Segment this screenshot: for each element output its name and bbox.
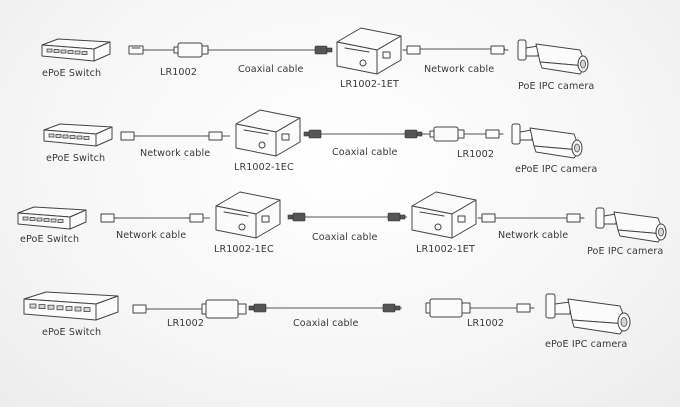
switch-label: ePoE Switch: [20, 234, 80, 245]
camera-label: PoE IPC camera: [518, 81, 595, 92]
rj45-connector-icon: [402, 44, 421, 56]
rj45-connector-icon: [204, 130, 223, 142]
epoe-switch-icon: [20, 290, 126, 326]
rj45-connector-icon: [516, 302, 535, 314]
extender-label: LR1002: [457, 149, 495, 160]
switch-label: ePoE Switch: [42, 68, 102, 79]
receiver-label: LR1002-1ET: [416, 244, 475, 255]
rj45-connector-icon: [128, 44, 148, 56]
camera-icon: [594, 204, 670, 248]
camera-icon: [544, 290, 634, 340]
epoe-switch-icon: [14, 205, 94, 235]
rj45-connector-icon: [566, 212, 585, 224]
epoe-switch-icon: [38, 37, 118, 67]
rj45-connector-icon: [120, 130, 139, 142]
camera-icon: [516, 36, 592, 80]
converter-label: LR1002-1EC: [214, 244, 274, 255]
bnc-connector-icon: [386, 212, 406, 222]
switch-label: ePoE Switch: [46, 153, 106, 164]
bnc-connector-icon: [248, 303, 268, 313]
coaxial-cable-label: Coaxial cable: [238, 64, 304, 75]
lr1002-1et-receiver-icon: [333, 26, 405, 78]
rj45-connector-icon: [100, 212, 119, 224]
receiver-label: LR1002-1ET: [340, 79, 399, 90]
network-cable-label: Network cable: [498, 230, 569, 241]
rj45-connector-icon: [132, 303, 151, 315]
lr1002-1ec-converter-icon: [232, 108, 304, 160]
extender-label: LR1002: [160, 67, 198, 78]
lr1002-1et-receiver-icon: [408, 190, 480, 242]
camera-label: ePoE IPC camera: [545, 339, 628, 350]
lr1002-extender-icon: [429, 125, 466, 143]
network-cable-label: Network cable: [116, 230, 187, 241]
coaxial-cable-label: Coaxial cable: [332, 147, 398, 158]
lr1002-extender-icon: [200, 298, 250, 320]
bnc-connector-icon: [313, 45, 333, 55]
extender-label: LR1002: [167, 318, 205, 329]
rj45-connector-icon: [490, 44, 509, 56]
lr1002-extender-icon: [173, 41, 210, 59]
epoe-switch-icon: [40, 122, 120, 152]
bnc-connector-icon: [303, 129, 323, 139]
switch-label: ePoE Switch: [42, 327, 102, 338]
coaxial-cable-label: Coaxial cable: [293, 318, 359, 329]
network-cable-label: Network cable: [140, 148, 211, 159]
converter-label: LR1002-1EC: [234, 162, 294, 173]
bnc-connector-icon: [381, 303, 401, 313]
coaxial-cable-label: Coaxial cable: [312, 232, 378, 243]
network-cable-label: Network cable: [424, 64, 495, 75]
lr1002-extender-icon: [424, 297, 474, 319]
rj45-connector-icon: [485, 128, 504, 140]
lr1002-1ec-converter-icon: [212, 190, 284, 242]
rj45-connector-icon: [477, 212, 496, 224]
camera-label: PoE IPC camera: [587, 246, 664, 257]
bnc-connector-icon: [287, 212, 307, 222]
camera-icon: [510, 120, 586, 164]
bnc-connector-icon: [403, 129, 423, 139]
extender-label: LR1002: [467, 318, 505, 329]
camera-label: ePoE IPC camera: [515, 164, 598, 175]
rj45-connector-icon: [185, 212, 204, 224]
